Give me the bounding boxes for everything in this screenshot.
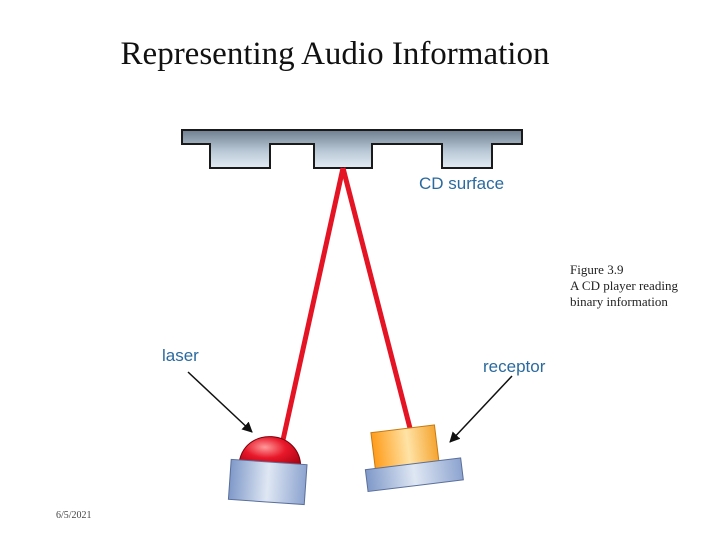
laser-arrow	[187, 371, 253, 433]
receptor-base	[364, 457, 464, 493]
laser-base	[227, 458, 308, 506]
incident-beam	[280, 167, 346, 441]
receptor-label: receptor	[483, 357, 546, 376]
caption-line-1: Figure 3.9	[570, 262, 624, 277]
reflected-beam	[340, 167, 415, 437]
caption-line-3: binary information	[570, 294, 668, 309]
cd-surface-label: CD surface	[419, 174, 504, 193]
receptor-arrow	[449, 375, 513, 443]
figure-caption: Figure 3.9 A CD player reading binary in…	[570, 262, 710, 310]
slide-date: 6/5/2021	[56, 510, 92, 521]
receptor-device	[364, 424, 464, 493]
caption-line-2: A CD player reading	[570, 278, 678, 293]
slide-title: Representing Audio Information	[120, 36, 550, 72]
laser-label: laser	[162, 346, 199, 365]
laser-device	[227, 436, 308, 506]
cd-surface	[181, 129, 523, 169]
